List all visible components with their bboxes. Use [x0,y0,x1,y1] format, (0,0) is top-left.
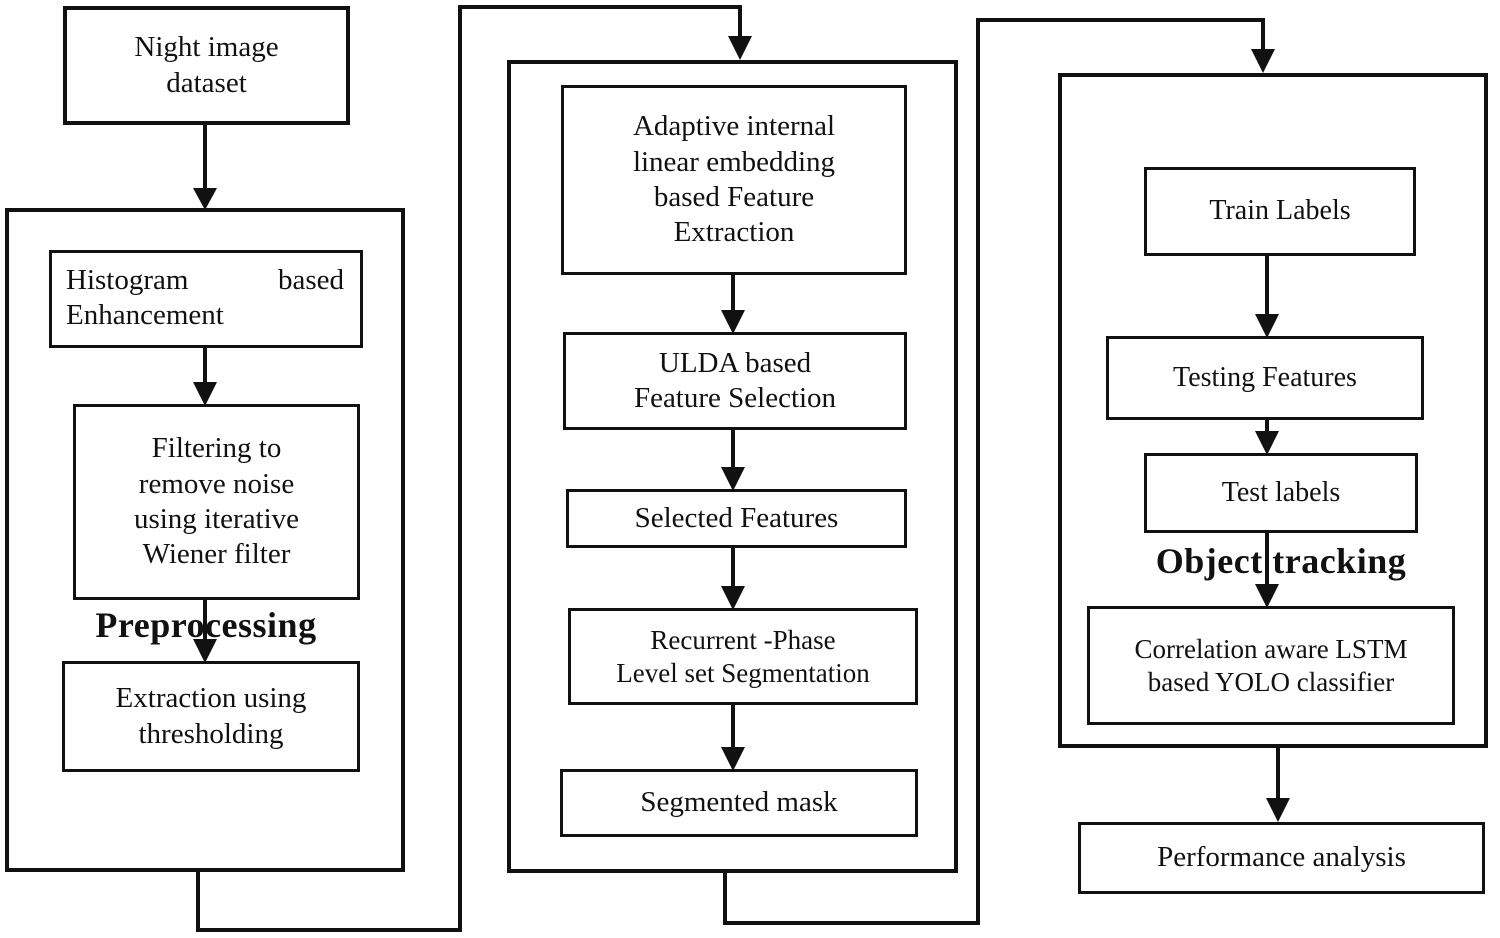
preprocessing-label: Preprocessing [95,605,317,645]
node-correlation-yolo: Correlation aware LSTM based YOLO classi… [1087,606,1455,725]
node-histogram-enhancement-label: Histogram based Enhancement [66,264,344,332]
node-selected-features-label: Selected Features [634,501,839,534]
node-ulda-selection-label: ULDA based Feature Selection [633,346,837,414]
node-night-image-dataset: Night image dataset [63,6,350,125]
node-test-labels: Test labels [1144,453,1418,533]
node-filtering-wiener-label: Filtering to remove noise using iterativ… [133,432,300,571]
node-adaptive-embedding: Adaptive internal linear embedding based… [561,85,907,275]
arrow-night-to-preprocessing [193,125,217,210]
node-adaptive-embedding-label: Adaptive internal linear embedding based… [632,110,836,249]
node-correlation-yolo-label: Correlation aware LSTM based YOLO classi… [1134,633,1408,697]
node-testing-features-label: Testing Features [1173,361,1357,393]
node-recurrent-segmentation: Recurrent -Phase Level set Segmentation [568,608,918,705]
node-segmented-mask: Segmented mask [560,769,918,837]
node-test-labels-label: Test labels [1221,476,1341,508]
node-ulda-selection: ULDA based Feature Selection [563,332,907,430]
node-night-image-dataset-label: Night image dataset [134,31,279,99]
node-testing-features: Testing Features [1106,336,1424,420]
node-extraction-thresholding: Extraction using thresholding [62,661,360,772]
node-histogram-enhancement: Histogram based Enhancement [49,250,363,348]
node-recurrent-segmentation-label: Recurrent -Phase Level set Segmentation [616,624,870,688]
node-segmented-mask-label: Segmented mask [640,786,838,819]
node-train-labels-label: Train Labels [1209,195,1351,227]
object-tracking-label: Object tracking [1155,541,1407,581]
node-train-labels: Train Labels [1144,167,1416,256]
arrow-container-to-performance [1266,748,1290,822]
node-performance-analysis: Performance analysis [1078,822,1485,894]
node-filtering-wiener: Filtering to remove noise using iterativ… [73,404,360,600]
node-extraction-thresholding-label: Extraction using thresholding [115,682,307,750]
node-selected-features: Selected Features [566,489,907,548]
node-performance-analysis-label: Performance analysis [1157,841,1406,874]
